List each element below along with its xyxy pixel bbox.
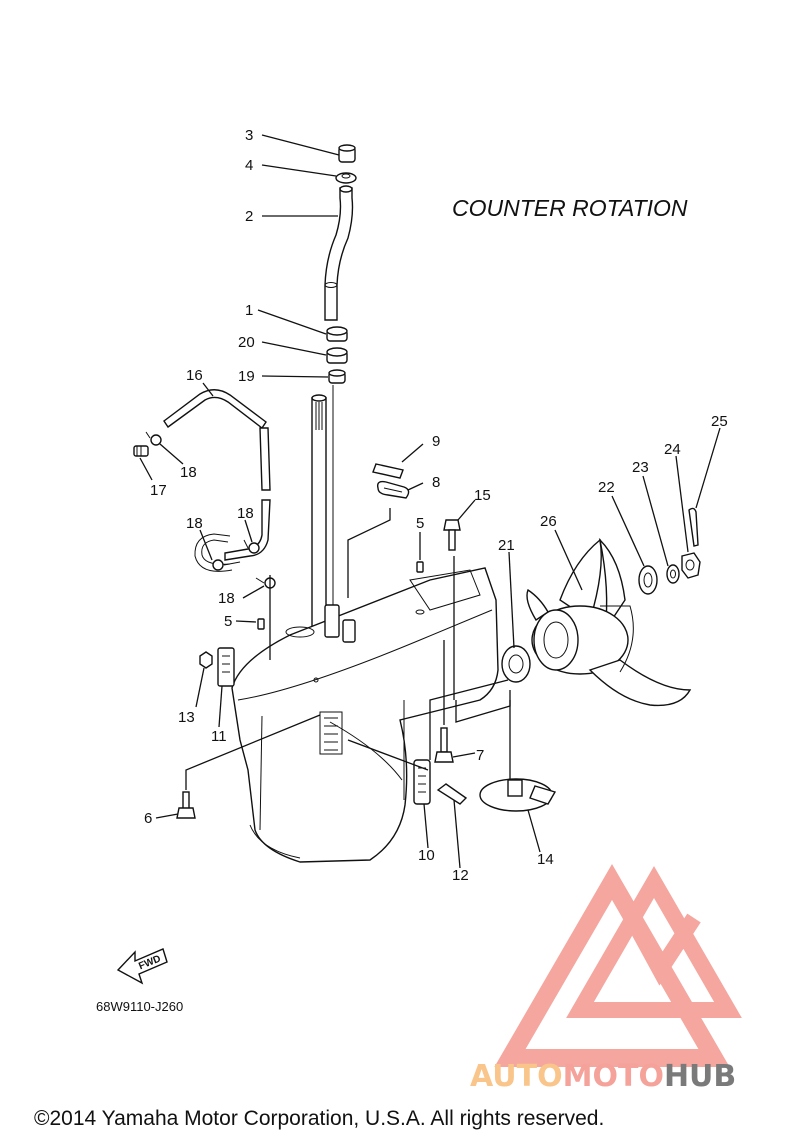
part-1-grommet: [326, 326, 348, 342]
watermark-text: AUTOMOTOHUB: [470, 1059, 736, 1094]
part-14-trim-tab: [479, 778, 557, 812]
callout-3: 3: [245, 127, 253, 144]
part-11-grille: [217, 647, 235, 687]
callout-2: 2: [245, 208, 253, 225]
watermark-part-hub: HUB: [664, 1059, 736, 1094]
part-18-clip-b: [212, 559, 241, 571]
part-2-water-tube: [324, 185, 354, 321]
assembly-lines: [185, 508, 511, 790]
callout-5-b: 5: [224, 613, 232, 630]
callout-22: 22: [598, 479, 615, 496]
watermark-logo: [494, 864, 742, 1067]
callout-8: 8: [432, 474, 440, 491]
callout-26: 26: [540, 513, 557, 530]
callout-20: 20: [238, 334, 255, 351]
part-15-bolt: [443, 519, 461, 551]
part-8-seal: [376, 480, 410, 499]
part-9-seal: [372, 463, 404, 479]
part-21-spacer: [501, 645, 531, 683]
part-24-nut: [681, 552, 701, 579]
callout-13: 13: [178, 709, 195, 726]
callout-16: 16: [186, 367, 203, 384]
callout-6: 6: [144, 810, 152, 827]
callout-18-b: 18: [186, 515, 203, 532]
part-26-propeller: [526, 537, 692, 707]
part-25-cotter-pin: [688, 507, 699, 547]
part-17-fitting: [133, 445, 149, 457]
part-22-thrust-washer: [638, 565, 658, 595]
driveshaft: [311, 385, 334, 631]
callout-18-d: 18: [218, 590, 235, 607]
callout-7: 7: [476, 747, 484, 764]
part-18-clip-c: [243, 539, 260, 554]
fwd-arrow: FWD: [116, 948, 168, 985]
leader-lines: [139, 134, 721, 869]
callout-labels: 3 4 2 1 20 19 16 18 17 18 18 18 5 13 11 …: [144, 127, 728, 884]
callout-14: 14: [537, 851, 554, 868]
callout-10: 10: [418, 847, 435, 864]
callout-5-a: 5: [416, 515, 424, 532]
callout-9: 9: [432, 433, 440, 450]
callout-1: 1: [245, 302, 253, 319]
copyright: ©2014 Yamaha Motor Corporation, U.S.A. A…: [34, 1107, 604, 1130]
callout-25: 25: [711, 413, 728, 430]
callout-18-a: 18: [180, 464, 197, 481]
part-3-grommet: [338, 144, 356, 163]
part-4-seal: [335, 172, 357, 184]
part-6-bolt: [176, 791, 196, 819]
callout-19: 19: [238, 368, 255, 385]
callout-12: 12: [452, 867, 469, 884]
part-23-washer: [666, 564, 680, 584]
diagram-title: COUNTER ROTATION: [452, 195, 688, 221]
part-20-grommet: [326, 347, 348, 364]
callout-15: 15: [474, 487, 491, 504]
part-10-grille: [413, 759, 431, 805]
watermark-part-moto: MOTO: [563, 1059, 664, 1094]
part-5-dowel-b: [257, 618, 265, 630]
callout-24: 24: [664, 441, 681, 458]
part-18-clip-d: [255, 577, 276, 589]
part-12-screw: [436, 783, 468, 805]
callout-18-c: 18: [237, 505, 254, 522]
callout-4: 4: [245, 157, 253, 174]
callout-21: 21: [498, 537, 515, 554]
part-13-bolt: [199, 651, 213, 669]
part-18-clip-a: [145, 431, 162, 446]
part-5-dowel-a: [416, 561, 424, 573]
callout-11: 11: [211, 728, 227, 745]
callout-23: 23: [632, 459, 649, 476]
part-19-grommet: [328, 369, 346, 384]
callout-17: 17: [150, 482, 167, 499]
lower-unit-housing: [231, 567, 499, 863]
watermark-part-auto: AUTO: [470, 1059, 563, 1094]
part-7-bolt: [434, 727, 454, 763]
part-code: 68W9110-J260: [96, 999, 183, 1014]
